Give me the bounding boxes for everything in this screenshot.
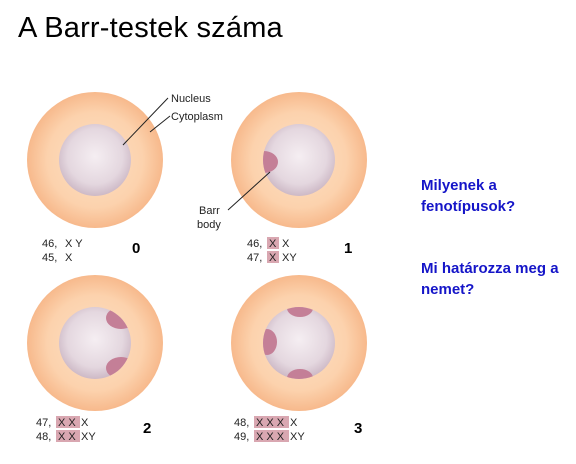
barr-body: [287, 369, 313, 379]
cell-2: 47, X X X 48, X X XY 2: [27, 275, 163, 443]
cell-3: 48, X X X X 49, X X X XY 3: [231, 275, 367, 443]
nucleus: [59, 124, 131, 196]
barr-body: [263, 329, 277, 355]
barr-count: 1: [344, 240, 352, 257]
page-title: A Barr-testek száma: [18, 12, 283, 44]
inactive-x: X: [269, 238, 277, 250]
karyotype-line: X: [290, 417, 298, 429]
inactive-x-box: [254, 430, 289, 442]
karyotype-line: X: [81, 417, 89, 429]
nucleus-pointer: [122, 97, 169, 146]
inactive-x-box: [254, 416, 289, 428]
karyotype-line: 47,: [247, 252, 262, 264]
question-sex-determination: Mi határozza meg a nemet?: [421, 260, 559, 298]
karyotype-line: X Y: [65, 238, 83, 250]
inactive-x: X X X: [256, 431, 285, 443]
karyotype-line: 46,: [42, 238, 57, 250]
inactive-x: X X: [58, 431, 76, 443]
karyotype-line: 49,: [234, 431, 249, 443]
cytoplasm-label: Cytoplasm: [171, 111, 223, 123]
inactive-x: X X X: [256, 417, 285, 429]
inactive-x: X X: [58, 417, 76, 429]
barr-count: 2: [143, 420, 151, 437]
cell-1: Barr body 46, X X 47, X XY 1: [197, 92, 367, 264]
karyotype-line: 48,: [234, 417, 249, 429]
barr-body-label: body: [197, 219, 221, 231]
barr-count: 0: [132, 240, 140, 257]
question-phenotypes: Milyenek a fenotípusok?: [421, 177, 516, 215]
karyotype-line: 48,: [36, 431, 51, 443]
karyotype-line: XY: [81, 431, 96, 443]
inactive-x-box: [56, 430, 80, 442]
inactive-x: X: [269, 252, 277, 264]
barr-body: [287, 307, 313, 317]
nucleus: [263, 124, 335, 196]
karyotype-line: XY: [282, 252, 297, 264]
nucleus-label: Nucleus: [171, 93, 211, 105]
barr-body: [263, 151, 278, 173]
inactive-x-box: [56, 416, 80, 428]
barr-count: 3: [354, 420, 362, 437]
inactive-x-box: [267, 237, 279, 249]
karyotype-line: XY: [290, 431, 305, 443]
cell-0: Nucleus Cytoplasm 46, X Y 45, X 0: [27, 92, 223, 264]
karyotype-line: 46,: [247, 238, 262, 250]
barr-body-pointer: [227, 171, 271, 211]
karyotype-line: X: [65, 252, 73, 264]
nucleus: [263, 307, 335, 379]
karyotype-line: X: [282, 238, 290, 250]
cytoplasm-pointer: [149, 115, 171, 133]
barr-body-label: Barr: [199, 205, 220, 217]
karyotype-line: 47,: [36, 417, 51, 429]
inactive-x-box: [267, 251, 279, 263]
karyotype-line: 45,: [42, 252, 57, 264]
